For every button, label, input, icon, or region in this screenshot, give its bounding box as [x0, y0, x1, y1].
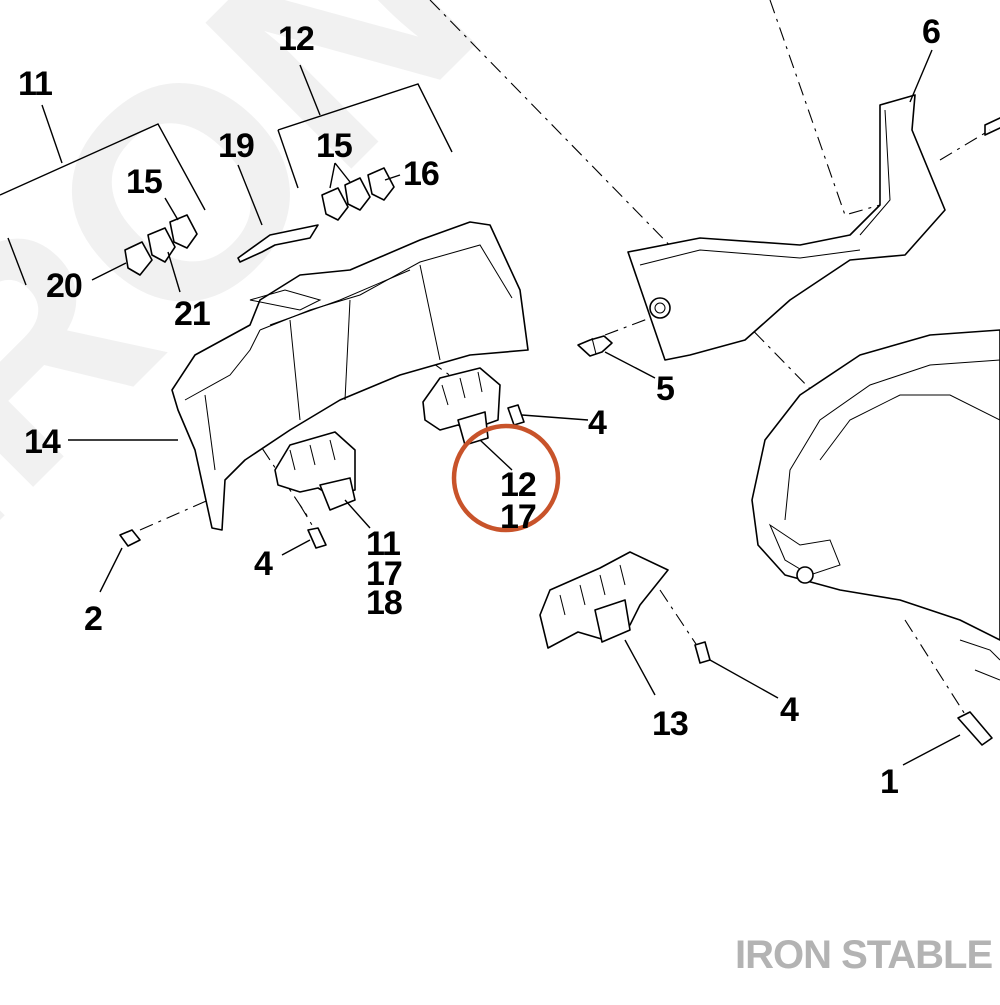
callout-6: 6	[922, 13, 940, 51]
bracket-body	[627, 94, 946, 361]
assembly-line-lower	[659, 589, 701, 651]
headlamp-inner	[819, 394, 1000, 461]
clip-part-19	[237, 224, 319, 263]
connector-group-right	[321, 167, 395, 221]
screw-4-bottom-icon	[694, 641, 711, 664]
brand-logo: IRON STABLE	[735, 933, 992, 977]
housing-crease-b	[344, 299, 351, 401]
connector-20-icon	[124, 241, 153, 276]
callout-4-bottom: 4	[780, 691, 799, 729]
gauge-12-socket	[457, 411, 489, 446]
screw-part-5	[577, 335, 613, 357]
callout-2: 2	[84, 600, 102, 638]
connector-15-a-icon	[321, 187, 349, 221]
gauge-part-11	[274, 431, 356, 511]
bolt-right-icon	[984, 117, 1000, 136]
connector-15-b-icon	[344, 177, 371, 211]
headlamp-mount	[768, 523, 841, 576]
bracket-part-6	[627, 94, 1000, 361]
headlamp-outer	[751, 329, 1000, 641]
callout-15-left: 15	[126, 163, 162, 201]
callout-12-circled: 12	[500, 466, 536, 504]
gauge-part-12	[422, 367, 501, 446]
callout-15-mid: 15	[316, 127, 352, 165]
bolt-1-icon	[957, 711, 993, 746]
assembly-line-main	[429, 0, 861, 441]
headlamp-housing	[751, 329, 1000, 681]
clip-19-icon	[237, 224, 319, 263]
callout-11-top: 11	[18, 65, 52, 103]
housing-crease-d	[204, 394, 216, 471]
connector-16-icon	[367, 167, 395, 201]
callout-18: 18	[366, 584, 402, 622]
callout-labels: 11 12 19 15 15 16 6 20 21 5 14 4 12 17 4…	[18, 13, 941, 801]
fasteners	[119, 404, 993, 746]
assembly-line-upper	[769, 0, 881, 216]
housing-outer	[171, 221, 529, 531]
housing-crease-c	[419, 264, 441, 361]
callout-4-left: 4	[254, 545, 273, 583]
housing-part-14	[171, 221, 529, 531]
callout-14: 14	[24, 423, 61, 461]
headlamp-rim	[784, 359, 1000, 521]
callout-12-top: 12	[278, 20, 314, 58]
screw-2-icon	[119, 529, 141, 547]
screw-5-icon	[577, 335, 613, 357]
headlamp-lower-tab	[959, 639, 1000, 681]
callout-17-bottom: 17	[366, 555, 402, 593]
headlamp-boss	[796, 566, 814, 584]
gauge-13-body	[539, 551, 669, 649]
callout-1: 1	[880, 763, 898, 801]
gauge-part-13	[539, 551, 669, 649]
assembly-line-inner-a	[229, 399, 311, 521]
callout-13: 13	[652, 705, 688, 743]
bracket-11-top	[0, 123, 206, 211]
connector-21-icon	[169, 214, 198, 249]
assembly-line-screw-5	[604, 317, 651, 336]
bracket-12-top	[277, 83, 453, 153]
assembly-line-bolt-right	[939, 129, 991, 161]
assembly-line-bolt-1	[904, 619, 976, 731]
callout-20: 20	[46, 267, 82, 305]
gauge-13-socket	[594, 599, 631, 643]
screw-4-right-icon	[507, 404, 525, 426]
callout-19: 19	[218, 127, 254, 165]
callout-5: 5	[656, 370, 674, 408]
leader-lines	[0, 49, 961, 766]
callout-21: 21	[174, 295, 210, 333]
screw-4-left-icon	[307, 527, 327, 549]
bracket-edge	[639, 109, 891, 266]
callout-11-bottom: 11	[366, 525, 400, 563]
callout-17-circled: 17	[500, 498, 536, 536]
callout-4-right: 4	[588, 404, 607, 442]
housing-inner-rim-2	[269, 269, 411, 326]
housing-tab	[249, 289, 322, 311]
housing-inner-left	[184, 329, 261, 401]
bracket-hole	[649, 297, 671, 319]
housing-crease-a	[289, 319, 301, 421]
highlight-circle	[451, 423, 561, 533]
callout-16: 16	[403, 155, 439, 193]
